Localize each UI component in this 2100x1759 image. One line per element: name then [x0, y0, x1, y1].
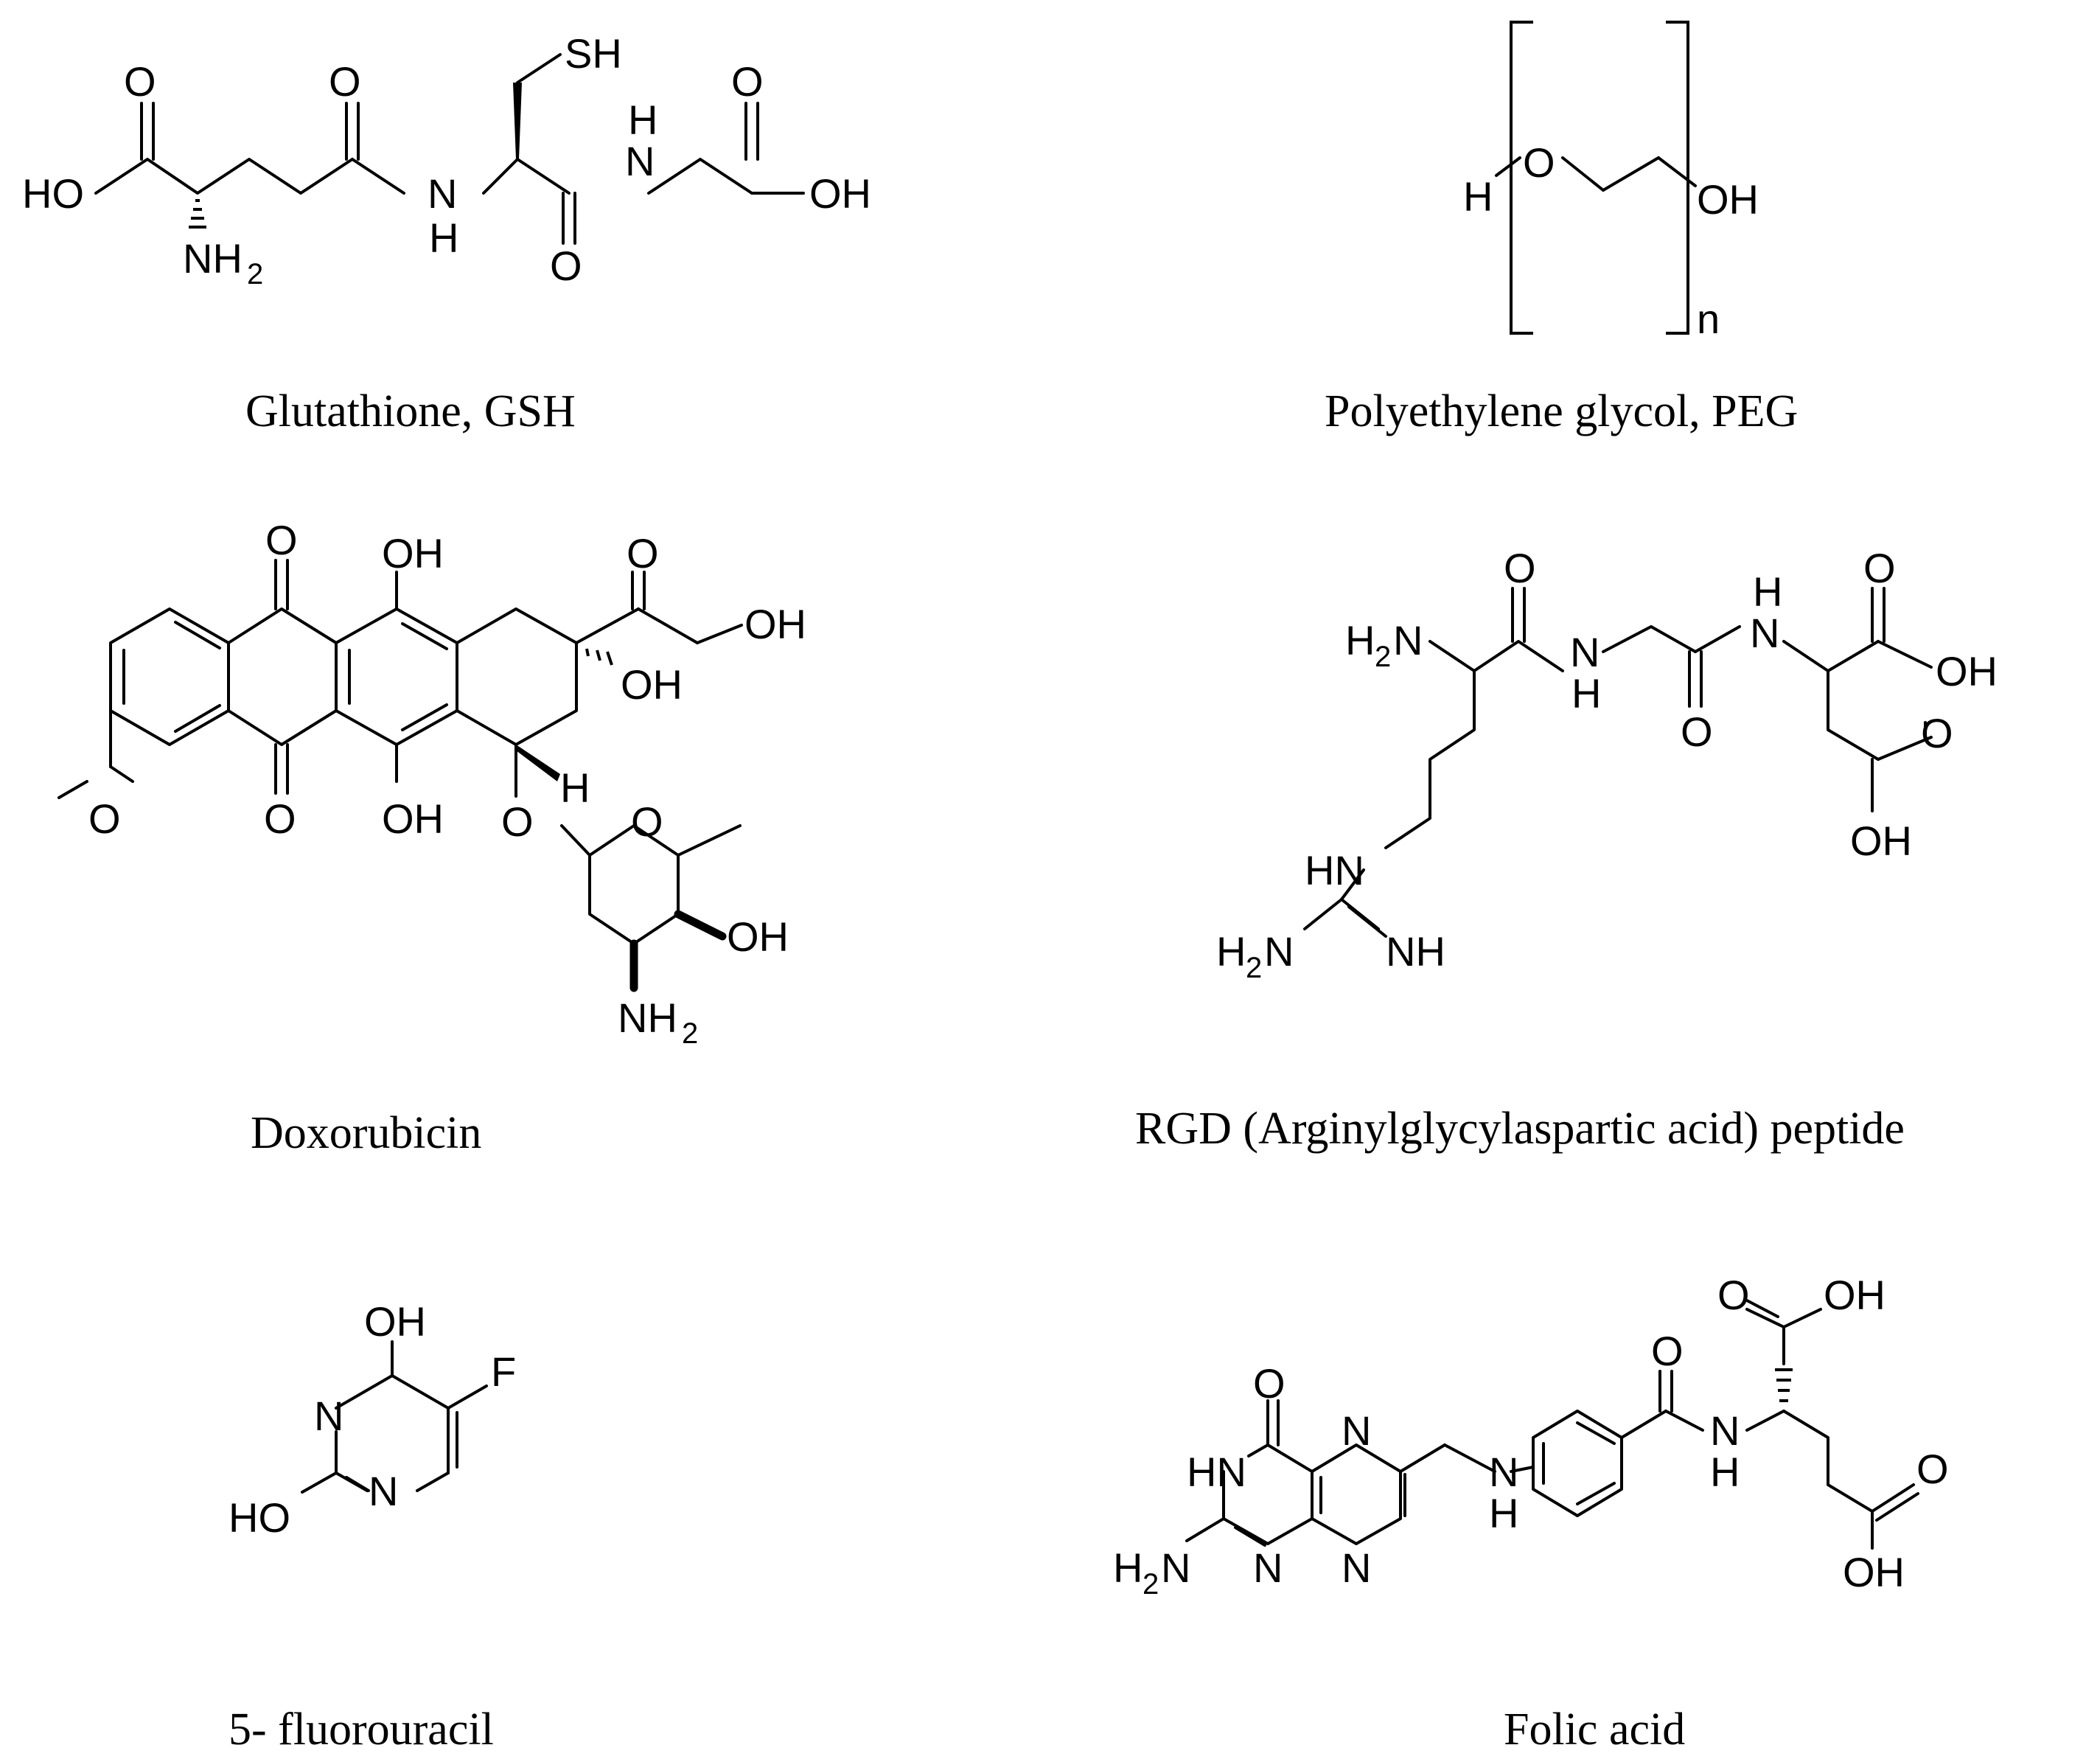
atom-label: N — [1393, 617, 1423, 663]
atom-label: O — [1681, 708, 1713, 755]
atom-label: O — [631, 798, 663, 845]
atom-label: NH — [618, 995, 677, 1041]
atom-label-subscript: 2 — [1246, 952, 1262, 984]
atom-label: O — [1651, 1328, 1684, 1374]
atom-label: O — [88, 795, 121, 842]
glutathione-structure: O HO NH 2 O N H SH O H N O OH — [22, 30, 871, 290]
atom-label: O — [329, 58, 361, 105]
atom-label: N — [1253, 1544, 1283, 1591]
atom-label: OH — [1843, 1549, 1905, 1595]
atom-label: O — [1523, 139, 1555, 186]
atom-label: O — [124, 58, 156, 105]
atom-label-subscript: 2 — [1143, 1568, 1159, 1600]
atom-label: O — [1504, 545, 1536, 591]
atom-label: N — [369, 1468, 398, 1514]
atom-label: H — [1216, 928, 1246, 975]
atom-label: OH — [621, 661, 683, 708]
peg-structure: H O OH n — [1463, 21, 1759, 342]
atom-label: N — [1342, 1407, 1371, 1454]
atom-label: N — [1161, 1544, 1190, 1591]
atom-label: H — [1710, 1449, 1740, 1495]
atom-label: N — [1264, 928, 1294, 975]
atom-label: OH — [364, 1298, 426, 1345]
atom-label: HN — [1305, 847, 1364, 894]
atom-label: O — [264, 795, 296, 842]
atom-label-subscript: 2 — [682, 1017, 698, 1050]
atom-label: O — [1863, 545, 1896, 591]
atom-label: O — [731, 58, 764, 105]
hashed-wedge — [585, 648, 613, 666]
atom-label: NH — [183, 235, 243, 282]
atom-label: H — [429, 215, 458, 261]
atom-label: HN — [1187, 1449, 1246, 1495]
atom-label: H — [1463, 173, 1493, 220]
atom-label: N — [428, 170, 457, 217]
caption-folic-acid: Folic acid — [1504, 1704, 1685, 1755]
atom-label: O — [501, 798, 534, 845]
atom-label: N — [1489, 1449, 1518, 1495]
fluorouracil-structure: OH F N N HO — [229, 1298, 516, 1541]
atom-label: H — [560, 764, 590, 811]
caption-rgd: RGD (Arginylglycylaspartic acid) peptide — [1135, 1104, 1905, 1154]
atom-label: F — [491, 1348, 516, 1395]
atom-label: H — [1571, 670, 1601, 717]
caption-glutathione: Glutathione, GSH — [245, 386, 576, 436]
folic-acid-structure: O HN N H 2 N N N N H O N H O OH O OH — [1113, 1272, 1949, 1600]
atom-label: OH — [744, 601, 806, 647]
caption-doxorubicin: Doxorubicin — [251, 1108, 481, 1158]
atom-label-subscript: 2 — [1375, 641, 1391, 673]
atom-label: OH — [1824, 1272, 1886, 1318]
atom-label: OH — [382, 530, 444, 577]
atom-label: O — [265, 517, 298, 563]
atom-label: N — [314, 1393, 343, 1439]
atom-label: OH — [809, 170, 871, 217]
atom-label: N — [1710, 1407, 1740, 1454]
atom-label: n — [1697, 296, 1720, 342]
atom-label-subscript: 2 — [247, 258, 263, 290]
atom-label: OH — [727, 913, 789, 960]
atom-label: SH — [565, 30, 622, 77]
atom-label: N — [1342, 1544, 1371, 1591]
atom-label: O — [1916, 1446, 1949, 1492]
atom-label: N — [1570, 629, 1600, 675]
caption-peg: Polyethylene glycol, PEG — [1325, 386, 1798, 436]
atom-label: OH — [1850, 818, 1912, 864]
atom-label: H — [1345, 617, 1375, 663]
hashed-wedge — [1775, 1368, 1793, 1402]
atom-label: OH — [1697, 176, 1759, 223]
atom-label: H — [1113, 1544, 1143, 1591]
atom-label: O — [627, 530, 659, 577]
atom-label: OH — [1936, 648, 1998, 694]
atom-label: HO — [229, 1494, 290, 1541]
atom-label: O — [1921, 710, 1953, 756]
doxorubicin-structure: O OH O OH OH O OH O H O O OH NH 2 — [57, 517, 806, 1050]
caption-fluorouracil: 5- fluorouracil — [229, 1704, 494, 1755]
atom-label: H — [628, 97, 657, 143]
atom-label: OH — [382, 795, 444, 842]
hashed-wedge — [189, 199, 206, 229]
atom-label: H — [1489, 1490, 1518, 1536]
atom-label: N — [625, 138, 655, 184]
atom-label: HO — [22, 170, 84, 217]
atom-label: N — [1750, 610, 1779, 656]
atom-label: H — [1753, 568, 1782, 615]
atom-label: O — [1717, 1272, 1750, 1318]
atom-label: O — [1253, 1360, 1286, 1407]
atom-label: O — [550, 243, 582, 289]
rgd-structure: H 2 N O N H O H N O OH O OH HN H 2 N NH — [1216, 545, 1998, 984]
atom-label: NH — [1386, 928, 1445, 975]
